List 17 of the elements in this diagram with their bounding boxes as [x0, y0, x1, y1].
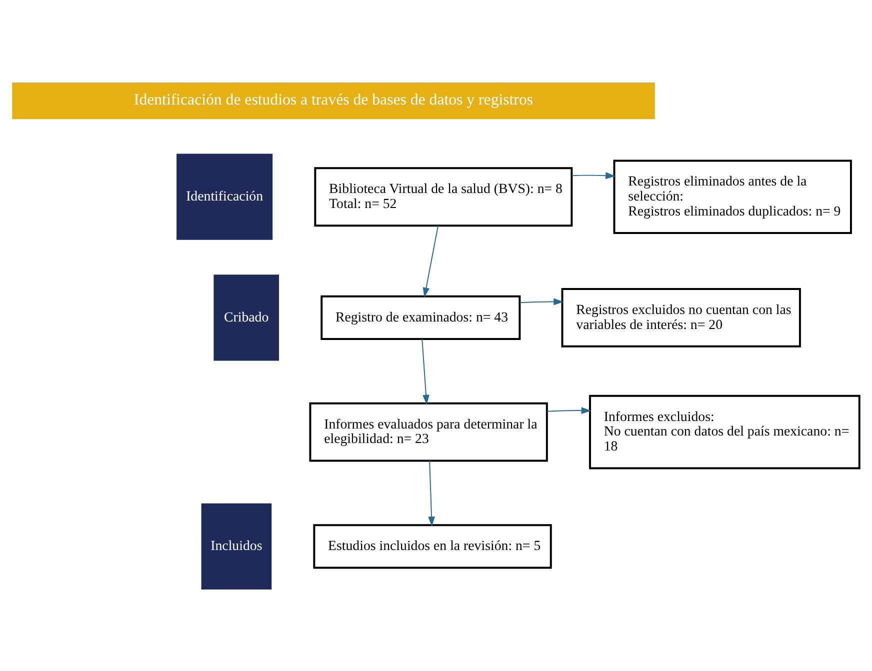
- node-box: Registro de examinados: n= 43: [320, 294, 521, 340]
- node-box: Registros eliminados antes de la selección: Registros eliminados duplicados: n= 9: [613, 159, 852, 234]
- node-box: Incluidos: [201, 502, 272, 590]
- node-box: Identificación: [176, 153, 273, 240]
- node-box: Informes evaluados para determinar la elegibilidad: n= 23: [309, 402, 548, 462]
- node-box: Biblioteca Virtual de la salud (BVS): n= 8 Total: n= 52: [314, 166, 573, 226]
- arrow: [519, 298, 564, 305]
- node-box: Identificación de estudios a través de bases de datos y registros: [12, 82, 655, 119]
- node-box: Registros excluidos no cuentan con las variables de interés: n= 20: [561, 287, 801, 347]
- arrow: [428, 460, 435, 526]
- arrow: [546, 406, 592, 414]
- node-box: Estudios incluidos en la revisión: n= 5: [313, 524, 552, 568]
- arrow: [571, 172, 616, 179]
- arrow: [422, 338, 430, 404]
- node-box: Cribado: [214, 274, 280, 360]
- node-box: Informes excluidos: No cuentan con datos del país mexicano: n= 18: [589, 394, 860, 469]
- arrow: [422, 224, 439, 298]
